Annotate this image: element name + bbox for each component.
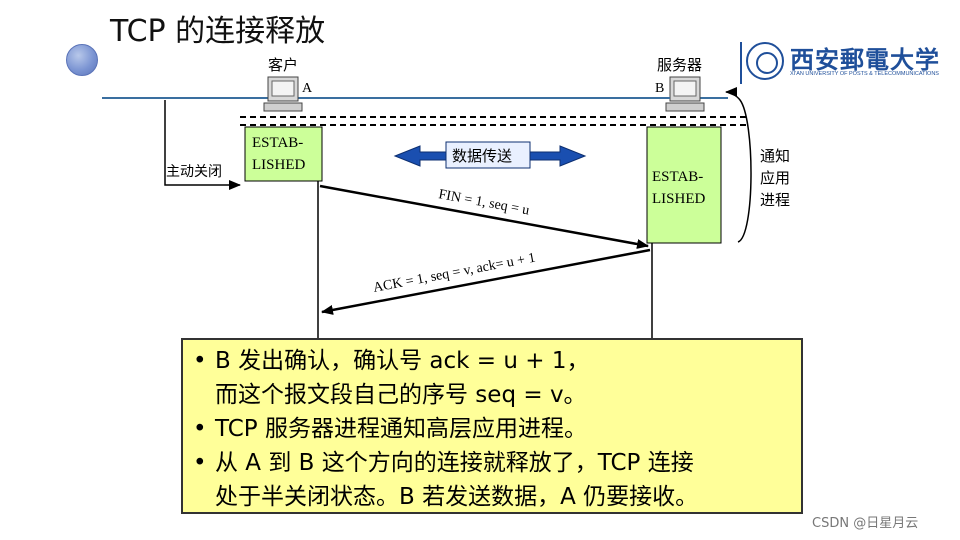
server-label: 服务器 [657,56,702,74]
fin-message-arrow [319,184,649,249]
bullet-icon: • [193,416,207,442]
watermark: CSDN @日星月云 [812,516,919,531]
active-close-arrow [164,100,241,190]
note-line: B 发出确认，确认号 ack = u + 1， [215,348,590,374]
bullet-icon: • [193,348,207,374]
fin-message-label: FIN = 1, seq = u [437,187,530,218]
data-transfer-label: 数据传送 [452,147,512,165]
client-state-line2: LISHED [252,157,305,173]
server-state-box [646,126,722,244]
client-label: 客户 [268,56,298,74]
ack-message-label: ACK = 1, seq = v, ack= u + 1 [372,251,537,296]
university-logo: 西安郵電大学 XI'AN UNIVERSITY OF POSTS & TELEC… [740,40,940,88]
server-state-line1: ESTAB- [652,169,703,185]
note-line: 处于半关闭状态。B 若发送数据，A 仍要接收。 [215,484,699,510]
note-line: 而这个报文段自己的序号 seq = v。 [215,382,587,408]
server-computer-icon [665,76,705,112]
notify-app-line1: 通知 [760,147,790,165]
client-state-line1: ESTAB- [252,135,303,151]
server-id: B [655,81,664,96]
server-state-line2: LISHED [652,191,705,207]
university-seal-icon [746,42,784,80]
note-line: 从 A 到 B 这个方向的连接就释放了，TCP 连接 [215,450,694,476]
note-item: • 从 A 到 B 这个方向的连接就释放了，TCP 连接 处于半关闭状态。B 若… [189,446,801,514]
notify-app-line3: 进程 [760,191,790,209]
logo-english-name: XI'AN UNIVERSITY OF POSTS & TELECOMMUNIC… [790,71,939,77]
explanation-box: • B 发出确认，确认号 ack = u + 1， 而这个报文段自己的序号 se… [181,338,803,514]
note-item: • B 发出确认，确认号 ack = u + 1， 而这个报文段自己的序号 se… [189,344,801,412]
client-state-box [244,126,323,182]
notify-app-line2: 应用 [760,169,790,187]
client-id: A [302,81,313,96]
active-close-label: 主动关闭 [166,164,222,180]
ack-message-arrow [321,248,651,315]
logo-chinese-name: 西安郵電大学 [790,45,940,74]
notify-app-arrow [725,87,752,243]
bullet-circle-icon [66,44,98,76]
note-line: TCP 服务器进程通知高层应用进程。 [215,416,587,442]
note-item: • TCP 服务器进程通知高层应用进程。 [189,412,801,446]
bullet-icon: • [193,450,207,476]
page-title: TCP 的连接释放 [110,14,326,49]
logo-divider [740,42,742,84]
client-computer-icon [263,76,303,112]
data-transfer-arrow [393,141,587,169]
